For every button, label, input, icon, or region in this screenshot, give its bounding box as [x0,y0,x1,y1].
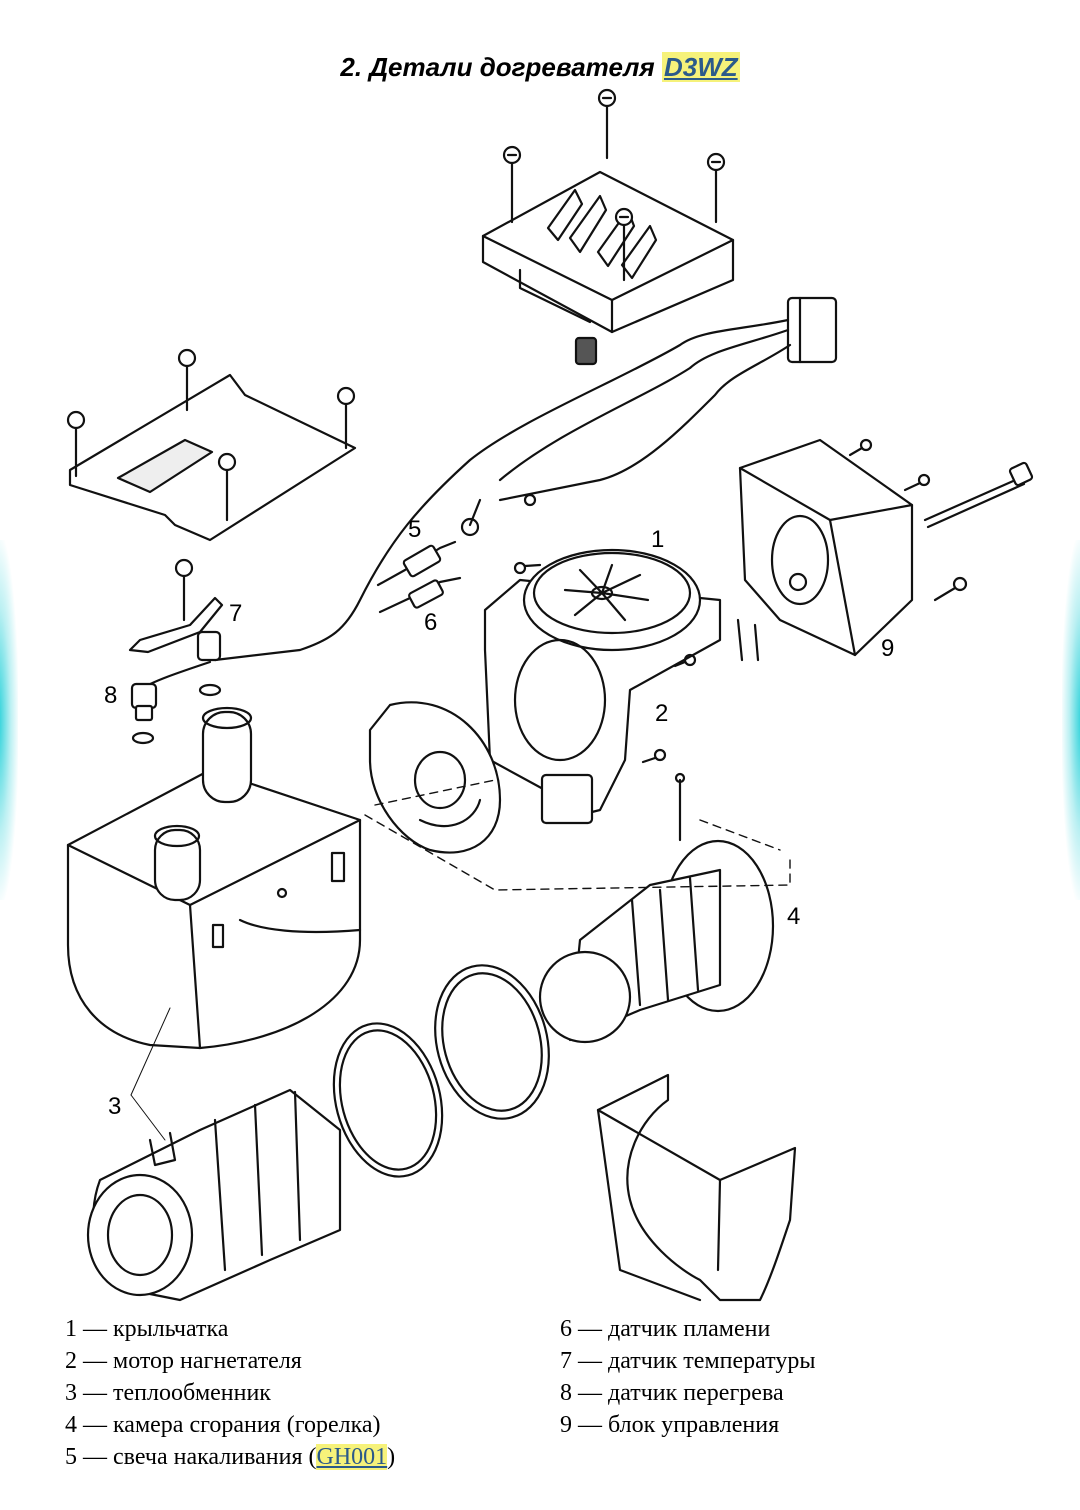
combustion-chamber [538,772,775,1044]
legend-item: 7 — датчик температуры [560,1348,816,1374]
seal-ring-small [332,1022,444,1178]
blower-motor [483,548,722,825]
diagram-title: 2. Детали догревателя D3WZ [0,52,1080,83]
callout-3: 3 [108,1093,122,1120]
legend-right-column: 6 — датчик пламени 7 — датчик температур… [560,1313,815,1441]
base-plate [66,348,357,542]
cover-screws [502,88,726,282]
legend-item: 9 — блок управления [560,1412,780,1438]
left-edge-glow [0,540,18,900]
exploded-parts-drawing [66,88,1034,1302]
callout-9: 9 [881,635,895,662]
legend-item: 1 — крыльчатка [65,1316,229,1342]
legend-item: 8 — датчик перегрева [560,1380,784,1406]
callout-2: 2 [655,700,669,727]
flame-sensor [378,576,462,614]
legend-item: 4 — камера сгорания (горелка) [65,1412,381,1438]
control-unit-housing [736,438,1034,662]
leader-lines [130,1007,171,1141]
legend-left-column: 1 — крыльчатка 2 — мотор нагнетателя 3 —… [65,1313,395,1473]
gasket-plate [368,701,502,854]
heat-exchanger-tube [86,1088,342,1302]
control-unit-cover [481,170,735,366]
temperature-sensor [128,558,224,662]
legend-item: 3 — теплообменник [65,1380,271,1406]
heat-exchanger [66,706,362,1050]
assembly-guides [364,779,791,891]
callout-8: 8 [104,682,118,709]
heat-shield [596,1073,797,1302]
callout-1: 1 [651,526,665,553]
legend-item: 2 — мотор нагнетателя [65,1348,302,1374]
callout-6: 6 [424,609,438,636]
callout-5: 5 [408,516,422,543]
title-prefix: 2. Детали догревателя [340,52,662,82]
right-edge-glow [1062,540,1080,900]
glow-plug-ref-link[interactable]: GH001 [316,1444,388,1470]
callout-4: 4 [787,903,801,930]
title-model-link[interactable]: D3WZ [661,52,740,82]
callout-7: 7 [229,600,243,627]
wiring-harness [138,296,838,692]
overheat-sensor [130,682,222,745]
legend-item: 6 — датчик пламени [560,1316,771,1342]
legend-item: 5 — свеча накаливания (GH001) [65,1444,396,1470]
seal-ring-large [434,964,550,1120]
glow-plug [376,540,457,587]
